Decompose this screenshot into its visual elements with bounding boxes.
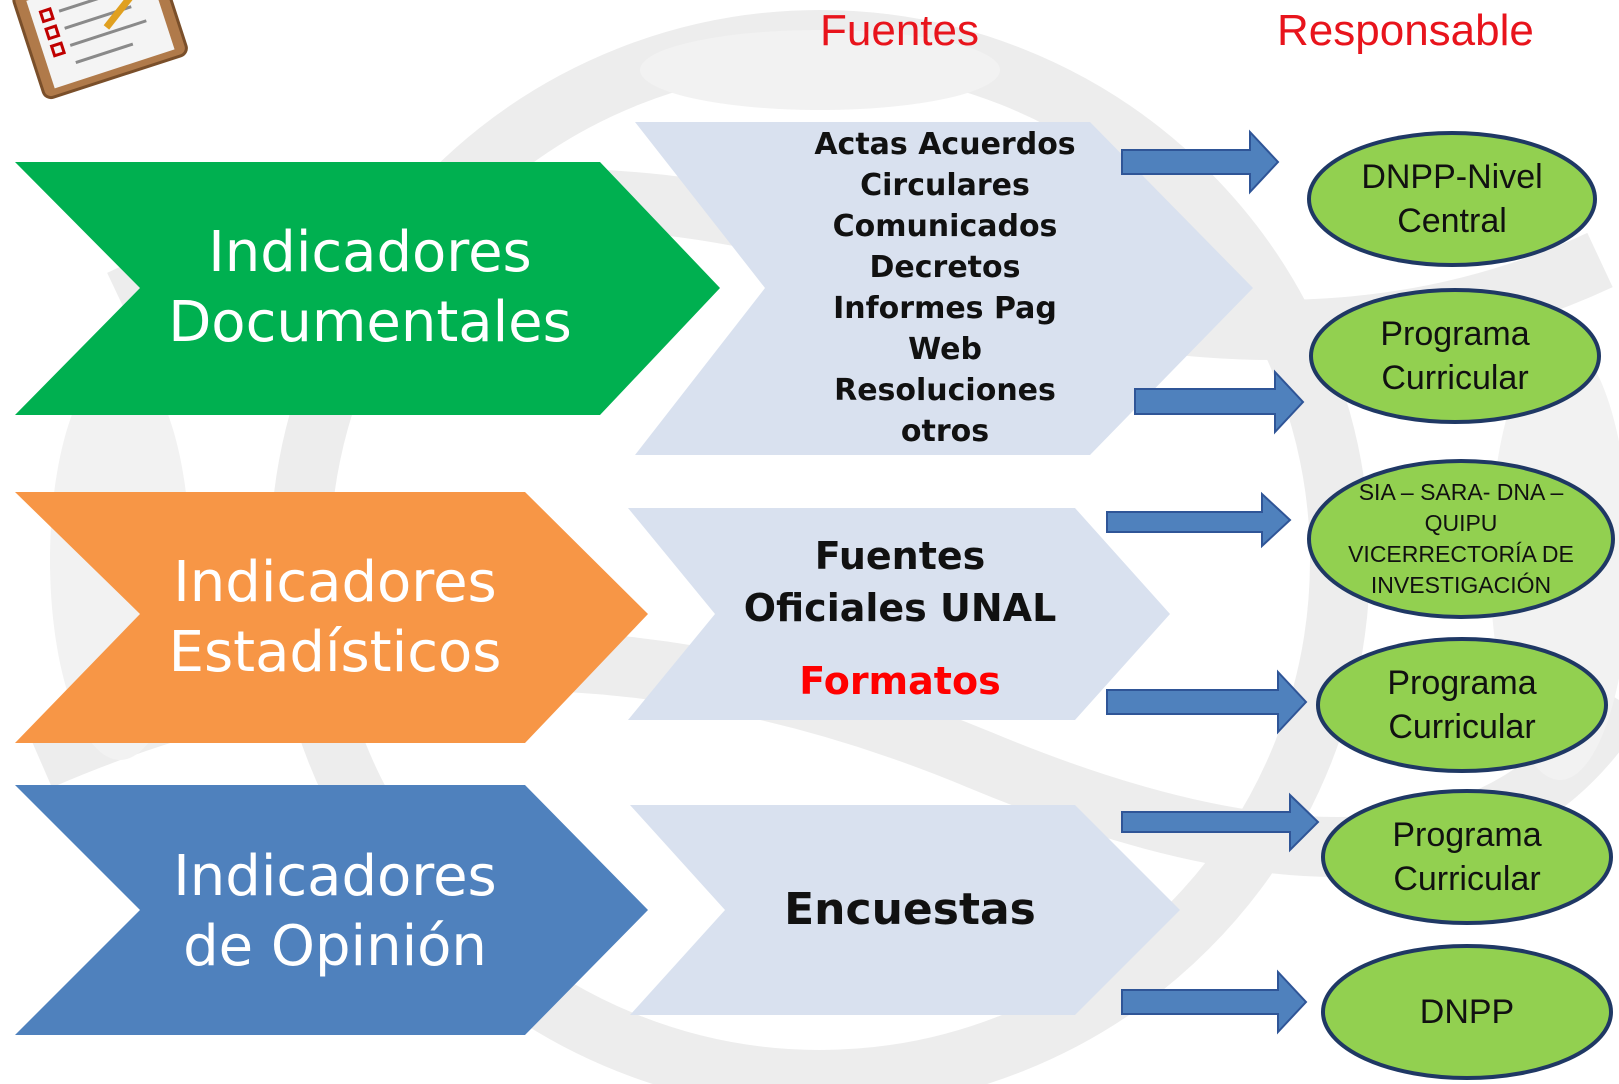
responsible-label-5: DNPP	[1419, 993, 1515, 1031]
responsible-ellipse-2	[1307, 459, 1615, 619]
source-text-documentales: Actas Acuerdos Circulares Comunicados De…	[814, 127, 1076, 449]
indicator-label-opinion: Indicadores de Opinión	[173, 844, 497, 979]
indicator-chevron-estadisticos	[15, 492, 648, 743]
source-chevron-documentales	[635, 122, 1253, 455]
arrow-to-dnpp-nivel-central	[1121, 129, 1280, 195]
source-text-estadisticos: Fuentes Oficiales UNAL	[743, 534, 1057, 630]
clipboard-checklist-icon	[12, 0, 188, 100]
responsible-ellipse-4	[1321, 789, 1613, 925]
arrow-to-programa-curricular-1	[1134, 369, 1305, 435]
arrow-to-sia-sara	[1106, 491, 1292, 549]
responsible-ellipse-5	[1321, 944, 1613, 1080]
responsible-label-4: Programa Curricular	[1392, 816, 1542, 898]
responsible-ellipse-0	[1307, 131, 1597, 267]
header-responsible: Responsable	[1277, 6, 1534, 55]
responsible-label-1: Programa Curricular	[1380, 315, 1530, 397]
indicator-chevron-documentales	[15, 162, 720, 415]
source-chevron-opinion	[630, 805, 1180, 1015]
indicator-chevron-opinion	[15, 785, 648, 1035]
source-text-opinion: Encuestas	[784, 884, 1036, 935]
responsible-label-2: SIA – SARA- DNA – QUIPU VICERRECTORÍA DE…	[1348, 479, 1574, 598]
arrow-to-dnpp	[1121, 969, 1308, 1035]
arrow-to-programa-curricular-3	[1121, 792, 1320, 853]
responsible-label-3: Programa Curricular	[1387, 664, 1537, 746]
source-highlight-formatos: Formatos	[799, 659, 1001, 703]
responsible-label-0: DNPP-Nivel Central	[1361, 158, 1543, 240]
responsible-ellipse-1	[1309, 288, 1601, 424]
responsible-ellipse-3	[1316, 637, 1608, 773]
arrow-to-programa-curricular-2	[1106, 669, 1308, 735]
source-chevron-estadisticos	[628, 508, 1170, 720]
indicator-label-estadisticos: Indicadores Estadísticos	[168, 550, 502, 685]
header-sources: Fuentes	[820, 6, 979, 55]
indicator-label-documentales: Indicadores Documentales	[168, 220, 572, 355]
